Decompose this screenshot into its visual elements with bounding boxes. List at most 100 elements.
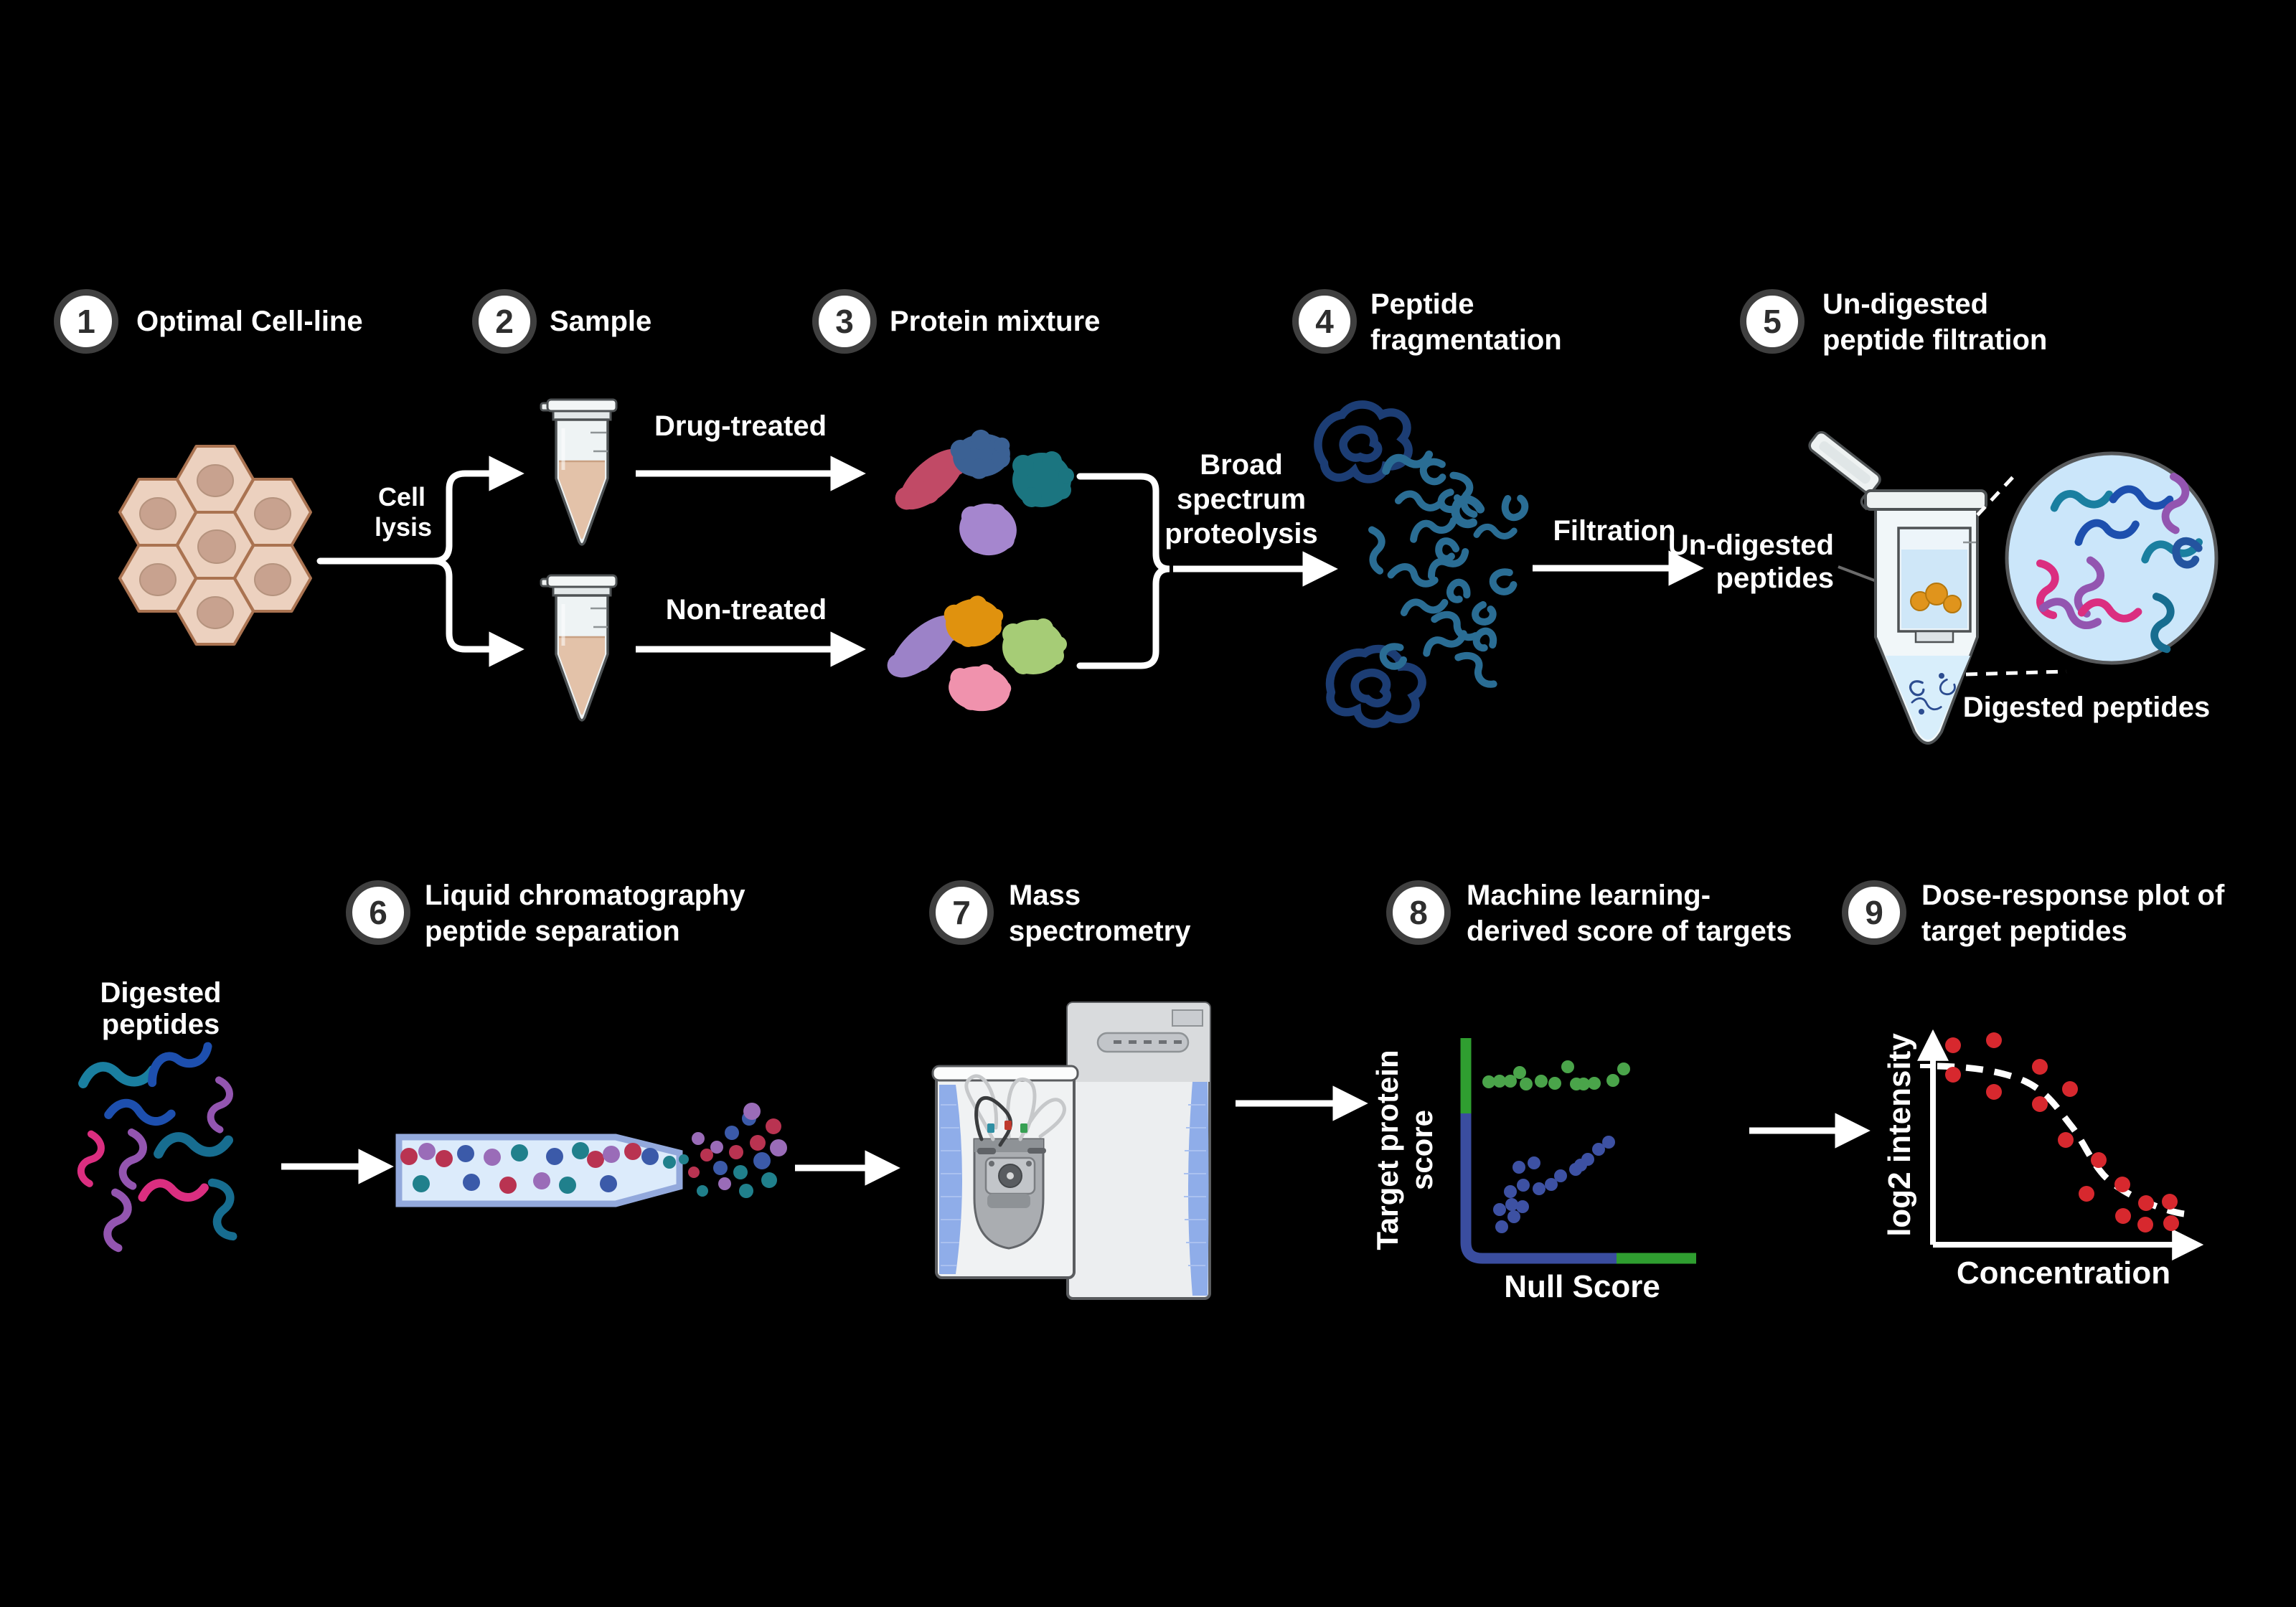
protein-mixture-top <box>895 429 1074 556</box>
ion-source-assembly <box>973 1138 1046 1250</box>
scatter-point <box>2163 1215 2180 1232</box>
scatter-point <box>1527 1156 1540 1170</box>
scatter-point <box>1534 1075 1548 1088</box>
scatter-point <box>1492 1203 1506 1217</box>
step-3-title: Protein mixture <box>890 306 1101 337</box>
scatter-point <box>1492 1075 1506 1088</box>
scatter-point <box>1532 1182 1545 1195</box>
cell-lysis-fork-connector <box>316 456 524 667</box>
dose-plot-xlabel: Concentration <box>1956 1255 2171 1291</box>
step-2-badge: 2 <box>472 289 537 354</box>
proteolysis-label-line1: Broad <box>1200 449 1283 481</box>
protein-mixture-bottom <box>887 595 1067 712</box>
dose-response-plot-axes <box>1917 1029 2204 1260</box>
scatter-point <box>1517 1179 1530 1192</box>
step-7-title-line2: spectrometry <box>1009 915 1191 947</box>
scatter-point <box>2032 1059 2048 1075</box>
step-9-badge: 9 <box>1842 880 1906 945</box>
digested-label-line1: Digested <box>100 977 222 1009</box>
fork-arrow-bottom <box>430 557 524 667</box>
step-8-title-line1: Machine learning- <box>1467 880 1711 911</box>
scatter-point <box>1576 1077 1590 1090</box>
scatter-point <box>1606 1074 1620 1088</box>
scatter-point <box>2137 1217 2154 1233</box>
step-8-badge: 8 <box>1386 880 1451 945</box>
dose-plot-points <box>1937 1032 2181 1240</box>
spin-column-illustration <box>1808 430 1987 745</box>
scatter-point <box>1945 1067 1962 1083</box>
peptide-fragment-cluster <box>1318 405 1528 737</box>
non-treated-label: Non-treated <box>665 594 827 626</box>
scatter-point <box>1592 1143 1606 1156</box>
scatter-point <box>1495 1220 1509 1233</box>
merge-brace <box>1076 473 1170 669</box>
step-7-badge: 7 <box>929 880 994 945</box>
ms-display <box>1172 1009 1203 1027</box>
undigested-tangle-top <box>1318 405 1408 479</box>
scatter-point <box>2061 1081 2078 1098</box>
scatter-point <box>1512 1161 1526 1174</box>
step-5-title-line2: peptide filtration <box>1822 324 2048 356</box>
step-6-title-line1: Liquid chromatography <box>425 880 745 911</box>
scatter-point <box>2138 1194 2155 1211</box>
scatter-point <box>1554 1169 1568 1183</box>
scatter-point <box>1505 1197 1519 1211</box>
scatter-point <box>1561 1060 1575 1074</box>
digested-peptides-cluster <box>80 1042 240 1249</box>
step-6-badge: 6 <box>346 880 410 945</box>
score-scatter-plot-axes <box>1460 1038 1696 1264</box>
dose-response-fit-curve <box>1937 1062 2185 1217</box>
scatter-point <box>1503 1185 1517 1199</box>
proteolysis-label-line3: proteolysis <box>1165 518 1318 550</box>
step-1-badge: 1 <box>54 289 118 354</box>
cell-lysis-label-line1: Cell <box>377 482 426 512</box>
scatter-point <box>1482 1075 1495 1088</box>
scatter-point <box>1513 1065 1527 1079</box>
undigested-label-line2: peptides <box>1716 562 1834 594</box>
ms-tower-blue-panel <box>1188 1082 1209 1296</box>
scatter-point <box>2162 1193 2178 1210</box>
scatter-point <box>2091 1151 2107 1168</box>
scatter-point <box>1545 1177 1558 1191</box>
filtration-label: Filtration <box>1553 515 1676 547</box>
drug-treated-label: Drug-treated <box>654 410 827 442</box>
undigested-tangle-bottom <box>1320 636 1431 737</box>
step-9-title-line1: Dose-response plot of <box>1921 880 2225 911</box>
proteolysis-label-line2: spectrum <box>1176 484 1307 515</box>
step-2-title: Sample <box>550 306 652 337</box>
scatter-point <box>1587 1077 1601 1090</box>
scatter-point <box>1507 1210 1520 1224</box>
step-8-title-line2: derived score of targets <box>1467 915 1792 947</box>
scatter-point <box>1617 1062 1631 1076</box>
scatter-point <box>1516 1200 1530 1213</box>
step-4-title-line2: fragmentation <box>1370 324 1562 356</box>
scatter-point <box>1601 1135 1615 1149</box>
scatter-point <box>2114 1176 2131 1192</box>
sample-tube-drug <box>541 400 616 545</box>
step-4-title-line1: Peptide <box>1370 288 1474 320</box>
step-5-title-line1: Un-digested <box>1822 288 1989 320</box>
digested-peptides-zoom-label: Digested peptides <box>1962 692 2211 723</box>
step-3-badge: 3 <box>812 289 877 354</box>
scatter-point <box>2115 1207 2132 1224</box>
step-5-badge: 5 <box>1740 289 1805 354</box>
step-9-title-line2: target peptides <box>1921 915 2127 947</box>
step-1-title: Optimal Cell-line <box>136 306 363 337</box>
zoom-callout-lines <box>1965 471 2067 677</box>
scatter-point <box>1548 1077 1561 1090</box>
step-6-title-line2: peptide separation <box>425 915 680 947</box>
cell-cluster-illustration <box>118 445 312 646</box>
undigested-peptide-clumps <box>1910 583 1962 613</box>
step-4-badge: 4 <box>1292 289 1357 354</box>
undigested-label-line1: Un-digested <box>1667 529 1834 561</box>
scatter-point <box>1520 1077 1533 1090</box>
ms-control-strip <box>1096 1032 1190 1053</box>
scatter-point <box>1985 1084 2002 1101</box>
digested-label-line2: peptides <box>101 1009 220 1040</box>
scatter-point <box>2057 1132 2074 1149</box>
score-plot-null-points <box>1471 1037 1695 1253</box>
step-7-title-line1: Mass <box>1009 880 1081 911</box>
